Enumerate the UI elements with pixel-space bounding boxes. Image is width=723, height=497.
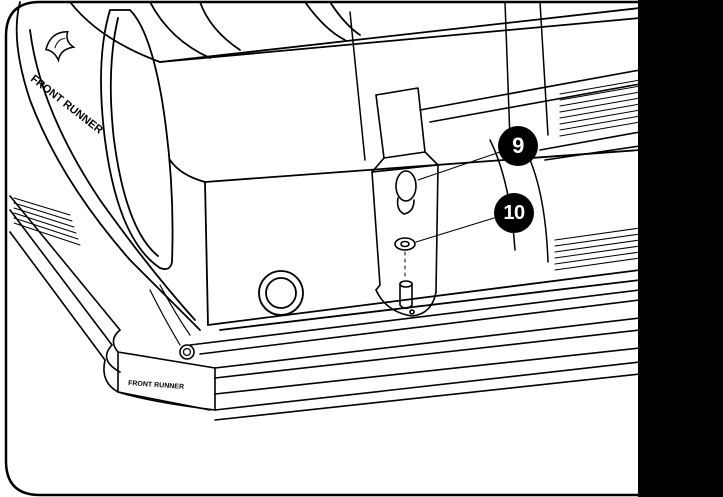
rail-logo-text: FRONT RUNNER: [128, 380, 184, 391]
vent-port: [258, 270, 304, 316]
tent-body: [15, 1, 641, 331]
rack-slats-left: [13, 197, 81, 246]
callout-part-9: 9: [498, 126, 538, 166]
latch-strap: [371, 87, 439, 317]
eye-bolt: [395, 151, 501, 215]
canopy-logo-emblem: [45, 31, 76, 63]
rail-bolt: [179, 344, 195, 360]
rack-slats-back: [559, 79, 641, 137]
callout-9-label: 9: [512, 133, 524, 158]
washer: [394, 217, 495, 279]
callout-10-label: 10: [503, 201, 525, 224]
page-side-tab: [638, 0, 723, 497]
tent-window: [100, 9, 174, 271]
canopy-logo-text: FRONT RUNNER: [28, 73, 105, 137]
rack-rail: [9, 69, 641, 421]
threaded-stud: [399, 280, 415, 315]
callout-part-10: 10: [494, 193, 534, 233]
rack-slats-right: [554, 227, 641, 271]
